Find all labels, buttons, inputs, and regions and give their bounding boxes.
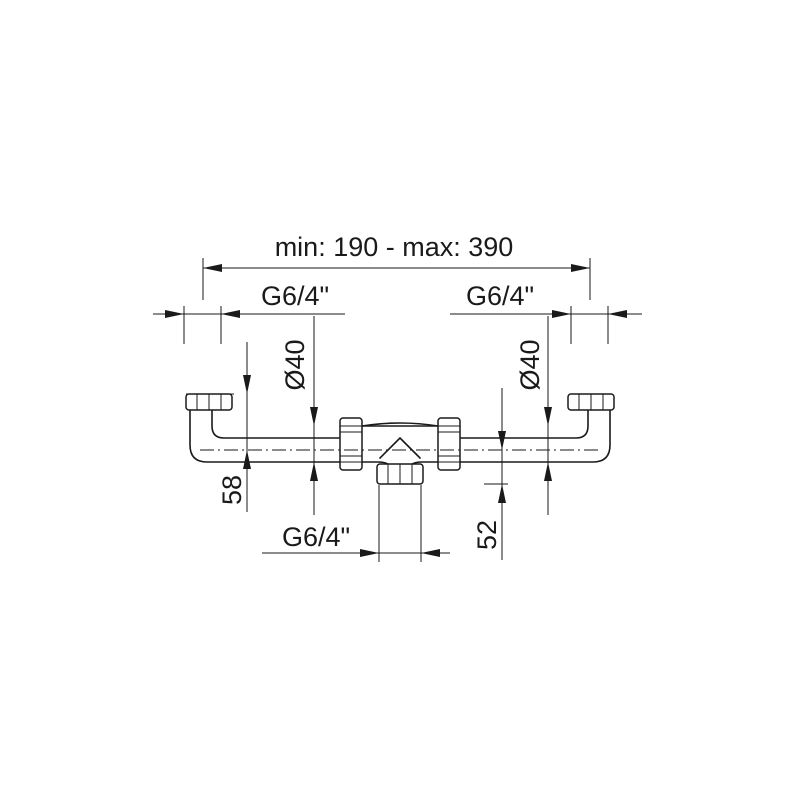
inlet-height-dimension [186,342,251,512]
outlet-thread-dimension [262,485,450,562]
outlet-height-label: 52 [472,520,502,550]
right-elbow-inner [459,409,589,439]
right-inlet-thread-dimension [450,306,642,344]
right-inlet-thread-label: G6/4" [466,281,534,311]
right-elbow [459,409,611,463]
left-elbow-inner [211,409,341,439]
right-inlet-nut [567,393,615,411]
overall-width-dimension [202,258,591,300]
left-inlet-thread-dimension [153,306,345,344]
right-pipe-diameter-label: Ø40 [515,339,545,390]
left-pipe-diameter-label: Ø40 [280,339,310,390]
outlet-height-dimension [484,388,508,560]
tee-branch [361,422,439,427]
inlet-height-label: 58 [217,475,247,505]
drain-pipe-assembly [185,393,615,485]
left-inlet-nut [185,393,233,411]
left-pipe-diameter-dimension [310,316,318,515]
outlet-thread-label: G6/4" [282,522,350,552]
right-coupling-nut [437,417,461,471]
outlet-nut [376,463,424,485]
left-coupling-nut [339,417,363,471]
left-inlet-thread-label: G6/4" [261,281,329,311]
tee-funnel [379,437,421,459]
overall-width-label: min: 190 - max: 390 [275,232,514,262]
left-elbow [189,409,341,463]
right-pipe-diameter-dimension [544,316,552,515]
